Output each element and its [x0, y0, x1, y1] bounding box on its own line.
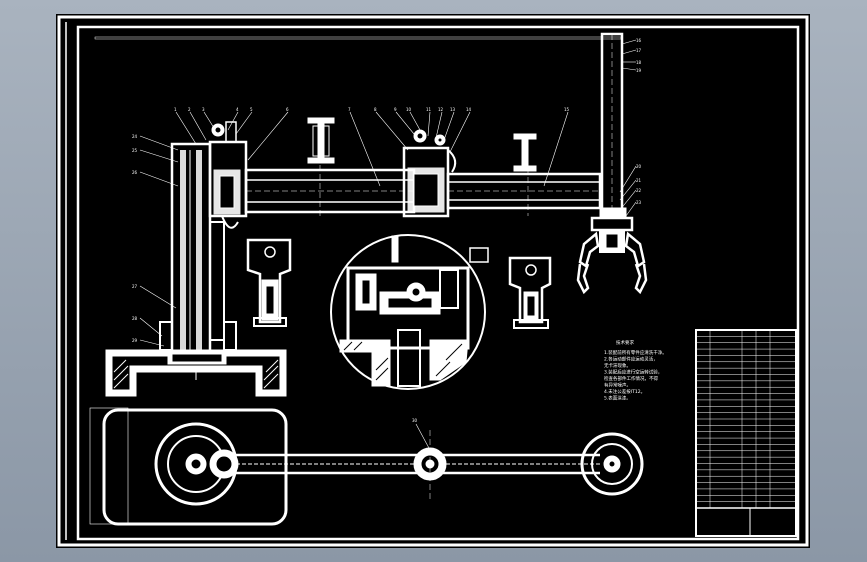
svg-text:22: 22 [636, 188, 642, 193]
svg-text:28: 28 [132, 316, 138, 321]
forearm [446, 168, 602, 216]
svg-text:20: 20 [636, 164, 642, 169]
tech-req-line: 2.各运动部件应运动灵活， [604, 356, 658, 363]
svg-text:5: 5 [250, 107, 253, 112]
svg-text:26: 26 [132, 170, 138, 175]
svg-text:19: 19 [636, 68, 642, 73]
svg-text:23: 23 [636, 200, 642, 205]
tech-req-line: 有异常噪声。 [604, 382, 631, 389]
svg-text:24: 24 [132, 134, 138, 139]
sheet-outer-border [57, 15, 809, 547]
svg-text:4: 4 [236, 107, 239, 112]
top-view [89, 407, 644, 526]
svg-text:13: 13 [450, 107, 456, 112]
title-block [695, 329, 797, 537]
svg-text:8: 8 [374, 107, 377, 112]
base-pedestal [105, 349, 287, 397]
svg-text:1: 1 [174, 107, 177, 112]
tech-req-line: 1.装配前所有零件应清洗干净。 [604, 349, 667, 356]
svg-text:25: 25 [132, 148, 138, 153]
svg-text:9: 9 [394, 107, 397, 112]
svg-text:18: 18 [636, 60, 642, 65]
bracket-part-1 [246, 238, 292, 327]
svg-text:12: 12 [438, 107, 444, 112]
svg-text:30: 30 [412, 418, 418, 423]
roller-left [307, 117, 335, 164]
svg-text:3: 3 [202, 107, 205, 112]
bracket-part-2 [508, 256, 552, 329]
svg-text:2: 2 [188, 107, 191, 112]
svg-text:29: 29 [132, 338, 138, 343]
detail-view-circle [330, 234, 489, 390]
svg-text:15: 15 [564, 107, 570, 112]
svg-text:10: 10 [406, 107, 412, 112]
tech-req-line: 检查各部件工作情况，不得 [604, 375, 658, 382]
sheet-inner-border [76, 25, 800, 541]
svg-text:17: 17 [636, 48, 642, 53]
elbow-joint [402, 129, 457, 218]
technical-requirements: 技术要求 1.装配前所有零件应清洗干净。2.各运动部件应运动灵活， 无卡滞现象。… [604, 339, 667, 402]
tech-req-line: 无卡滞现象。 [604, 362, 631, 369]
svg-text:27: 27 [132, 284, 138, 289]
tech-req-title: 技术要求 [616, 339, 634, 346]
gripper [576, 216, 648, 295]
svg-text:16: 16 [636, 38, 642, 43]
svg-text:21: 21 [636, 178, 642, 183]
svg-text:7: 7 [348, 107, 351, 112]
roller-right [513, 133, 537, 172]
tech-req-line: 5.表面涂漆。 [604, 395, 631, 402]
svg-text:6: 6 [286, 107, 289, 112]
leader-lines [139, 39, 637, 451]
svg-text:11: 11 [426, 107, 432, 112]
svg-text:14: 14 [466, 107, 472, 112]
tech-req-line: 4.未注公差按IT12。 [604, 388, 645, 395]
tech-req-lines: 1.装配前所有零件应清洗干净。2.各运动部件应运动灵活， 无卡滞现象。3.装配后… [604, 349, 667, 402]
tech-req-line: 3.装配后应进行空运转试验， [604, 369, 662, 376]
